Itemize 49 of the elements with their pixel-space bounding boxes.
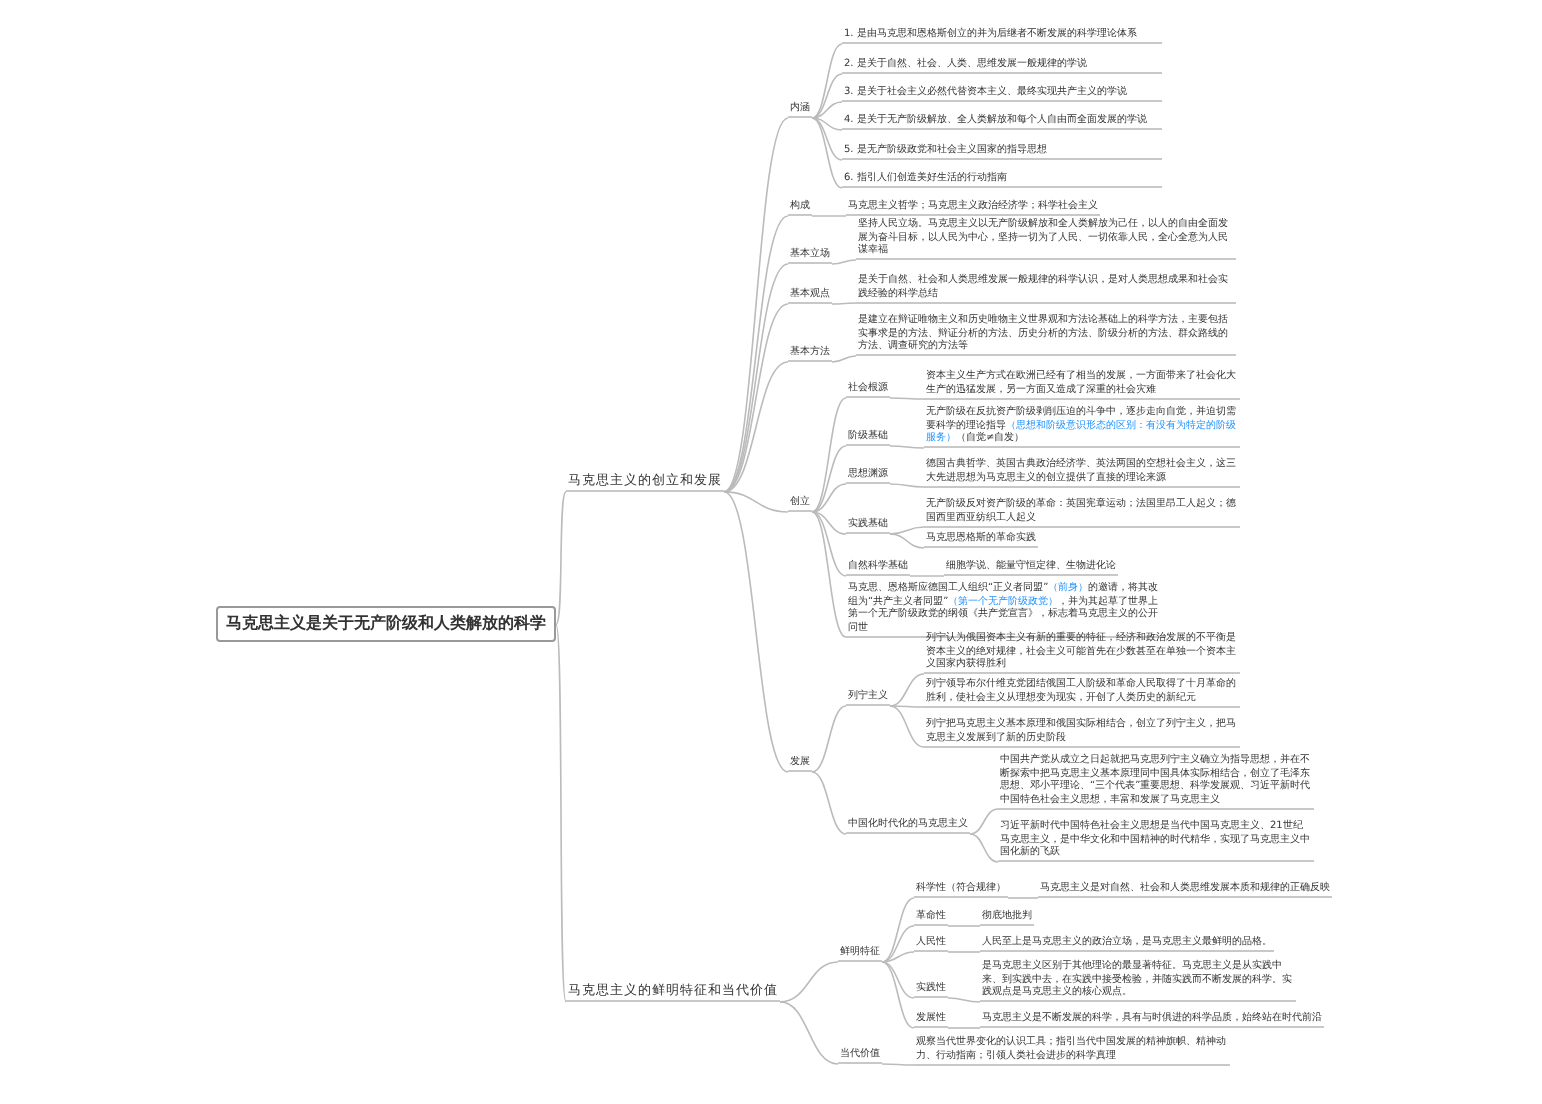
- connector-line: [811, 215, 847, 217]
- connector-line: [779, 1001, 839, 1065]
- connector-line: [889, 445, 925, 449]
- connector-line: [947, 951, 981, 953]
- connector-line: [811, 511, 847, 638]
- connector-line: [947, 1027, 981, 1029]
- connector-line: [881, 961, 915, 999]
- connector-line: [881, 925, 915, 963]
- connector-line: [947, 925, 981, 927]
- connector-line: [811, 117, 843, 161]
- connector-line: [811, 397, 847, 513]
- connector-line: [881, 1063, 915, 1066]
- connector-line: [811, 511, 847, 577]
- connector-line: [881, 951, 915, 963]
- connector-line: [811, 73, 843, 119]
- connector-line: [889, 705, 925, 708]
- connector-line: [811, 705, 847, 773]
- connector-line: [889, 533, 925, 549]
- connector-line: [811, 117, 843, 189]
- connector-line: [831, 355, 857, 363]
- connector-line: [779, 961, 839, 1003]
- connector-line: [723, 491, 789, 513]
- connector-line: [811, 445, 847, 513]
- connector-line: [881, 961, 915, 1029]
- connector-line: [969, 833, 999, 863]
- connector-line: [811, 101, 843, 119]
- connector-line: [811, 511, 847, 535]
- connector-line: [555, 623, 567, 1003]
- connector-line: [811, 771, 847, 835]
- connector-line: [1007, 897, 1039, 899]
- connector-line: [909, 575, 945, 577]
- connector-line: [889, 673, 925, 707]
- connector-line: [723, 491, 789, 773]
- connector-line: [889, 397, 925, 400]
- connector-line: [889, 483, 925, 488]
- connector-line: [831, 302, 857, 305]
- connector-line: [889, 705, 925, 748]
- connector-line: [555, 491, 567, 626]
- connector-line: [947, 997, 981, 1003]
- central-topic: 马克思主义是关于无产阶级和人类解放的科学: [216, 606, 556, 643]
- connector-line: [811, 117, 843, 131]
- connector-line: [969, 808, 999, 835]
- connector-line: [881, 897, 915, 963]
- connector-line: [889, 526, 925, 535]
- connector-line: [811, 43, 843, 119]
- connector-line: [831, 259, 857, 265]
- connector-line: [723, 117, 789, 493]
- connector-line: [811, 483, 847, 513]
- connector-line: [723, 361, 789, 493]
